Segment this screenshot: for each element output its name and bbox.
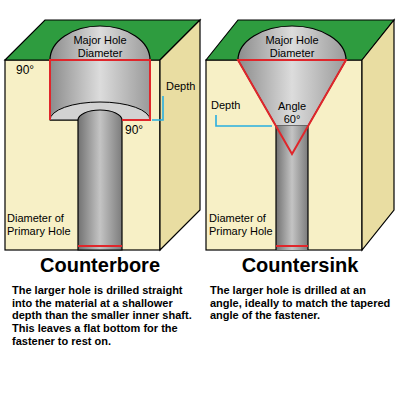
depth-line <box>216 115 272 126</box>
primary-hole <box>276 126 308 250</box>
counterbore-cavity <box>50 26 150 120</box>
dimension-label: Diameter of Primary Hole <box>7 212 76 237</box>
section-outline <box>50 60 150 120</box>
primary-diameter-line <box>78 245 122 247</box>
panel-title: Counterbore <box>0 254 200 277</box>
angle-label: 90° <box>16 64 48 78</box>
hole-edge <box>307 126 308 250</box>
hole-edge <box>275 126 276 250</box>
description-text: The larger hole is drilled at an angle, … <box>210 284 396 322</box>
depth-line <box>152 96 163 120</box>
angle-label: Angle 60° <box>272 100 312 125</box>
side-face <box>160 20 200 250</box>
angle-triangle <box>238 60 346 154</box>
angle-label: 90° <box>125 124 157 138</box>
depth-label: Depth <box>166 80 199 93</box>
primary-hole <box>78 110 122 250</box>
countersink-cone <box>238 26 346 126</box>
panel-title: Countersink <box>200 254 400 277</box>
counterbore-block <box>5 20 200 250</box>
primary-diameter-line <box>276 245 308 247</box>
dimension-label: Major Hole Diameter <box>60 34 140 59</box>
side-face <box>362 20 394 250</box>
depth-label: Depth <box>211 99 247 112</box>
dimension-label: Diameter of Primary Hole <box>209 212 275 237</box>
dimension-label: Major Hole Diameter <box>252 34 332 59</box>
countersink-block <box>206 20 394 250</box>
description-text: The larger hole is drilled straight into… <box>12 284 198 347</box>
